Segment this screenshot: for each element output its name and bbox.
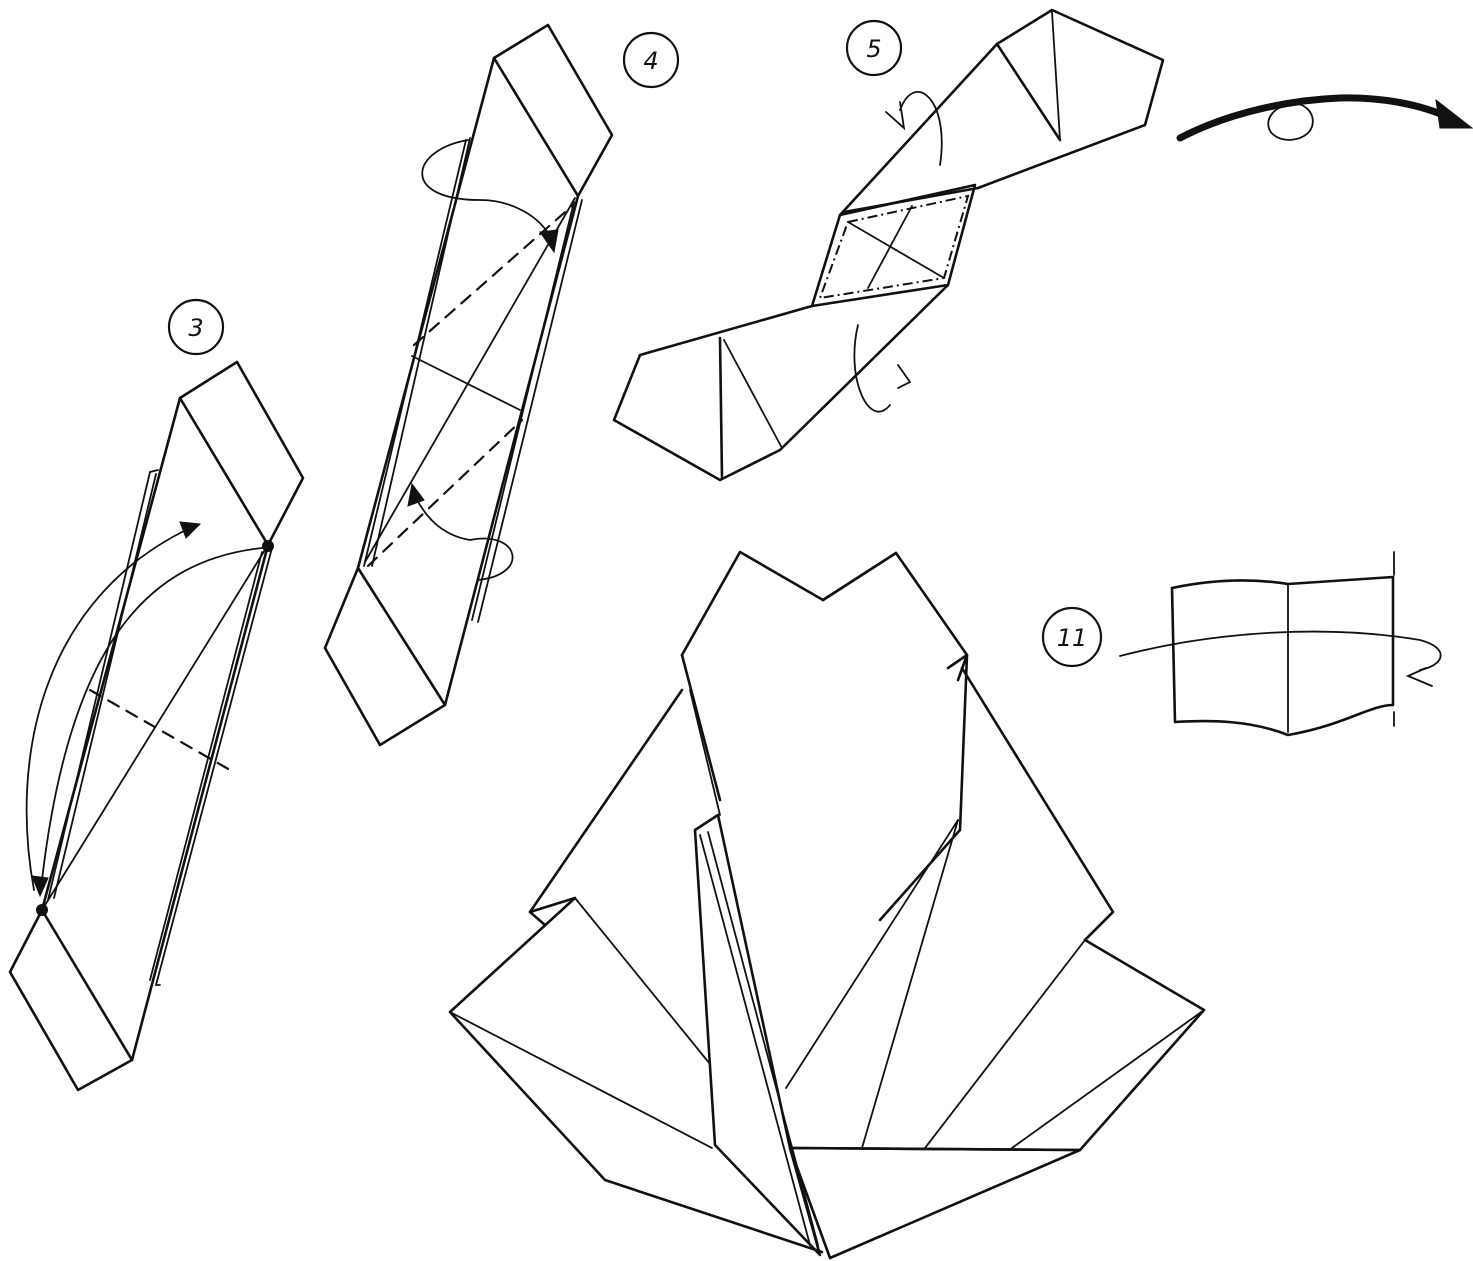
step-5-center-square <box>812 185 975 306</box>
step-4-bottom-crease <box>358 568 445 705</box>
model-left-crease-1 <box>575 898 710 1064</box>
step-5-turnover-loop <box>1268 104 1313 140</box>
model-center-edge-upper <box>690 690 720 815</box>
step-3-reference-dot-bottom <box>36 904 48 916</box>
step-5-upper-crease <box>997 44 1060 140</box>
model-left-wing <box>450 690 822 1252</box>
step-3-valley-fold-line <box>90 690 230 770</box>
model-top-left-edge <box>682 655 720 800</box>
model-center-crease-1 <box>700 835 810 1245</box>
step-5-rotate-arrowhead-top <box>886 102 904 128</box>
step-4-fold-arrow-upper <box>422 140 552 240</box>
step-4-arrowhead-upper <box>540 230 558 252</box>
step-5-center-x-1 <box>848 222 944 278</box>
model-bottom-flap <box>790 1148 1080 1258</box>
step-4-inner-edge-right <box>478 200 582 622</box>
step-11-turnover-arrowhead <box>1408 668 1432 686</box>
step-5-center-x-2 <box>868 206 912 288</box>
step-11-label: 11 <box>1043 608 1101 666</box>
model-right-crease-4 <box>786 820 958 1088</box>
step-3-inner-edge-right <box>156 548 272 985</box>
step-4-center-crease <box>412 356 520 410</box>
model-top-flap <box>682 552 967 920</box>
step-5-lower-arm <box>614 285 948 480</box>
step-4-diagonal-crease <box>365 198 575 562</box>
step-11-sheet <box>1172 577 1393 735</box>
step-4-inner-edge-left2 <box>372 138 470 566</box>
model-top-notch <box>948 655 967 680</box>
step-4-inner-edge-right2 <box>472 202 574 620</box>
step-3-number: 3 <box>188 314 203 342</box>
step-5-turnover-arrow <box>1180 98 1450 138</box>
step-4-number: 4 <box>643 47 658 75</box>
step-3-label: 3 <box>169 300 223 354</box>
model-left-wing-notch <box>530 912 545 925</box>
step-3-arrowhead-up <box>180 522 200 538</box>
step-5-rotate-arrowhead-bottom <box>898 365 910 388</box>
step-5-lower-crease <box>720 338 722 478</box>
step-11-diagram: 11 <box>1043 552 1441 735</box>
step-4-arrowhead-lower <box>408 484 424 506</box>
model-right-crease-3 <box>862 820 958 1148</box>
step-3-bottom-crease <box>42 910 132 1060</box>
model-center-flap <box>695 815 820 1255</box>
step-5-upper-diagonal <box>1052 12 1060 140</box>
model-right-crease-2 <box>1012 1010 1204 1148</box>
step-5-turnover-arrowhead <box>1436 100 1472 128</box>
step-3-reference-dot-top <box>262 540 274 552</box>
step-5-label: 5 <box>847 21 901 75</box>
model-right-crease-1 <box>925 940 1085 1148</box>
model-left-crease-2 <box>450 1012 712 1148</box>
step-5-number: 5 <box>866 35 881 63</box>
step-3-inner-edge-left2 <box>54 474 156 898</box>
step-4-diagram: 4 <box>325 25 678 745</box>
model-right-wing-fold <box>1085 912 1113 940</box>
step-3-fold-arrow-down <box>42 548 262 880</box>
step-3-inner-edge-right2 <box>150 552 262 980</box>
step-5-lower-diagonal <box>724 340 782 448</box>
step-5-diagram: 5 <box>614 10 1472 480</box>
step-4-label: 4 <box>624 33 678 87</box>
model-right-wing <box>790 668 1204 1150</box>
step-3-diagram: 3 <box>10 300 303 1090</box>
step-5-rotate-arrow-bottom <box>854 325 890 412</box>
step-11-number: 11 <box>1057 624 1088 652</box>
step-4-top-crease <box>494 58 578 196</box>
model-top-back <box>823 553 896 600</box>
